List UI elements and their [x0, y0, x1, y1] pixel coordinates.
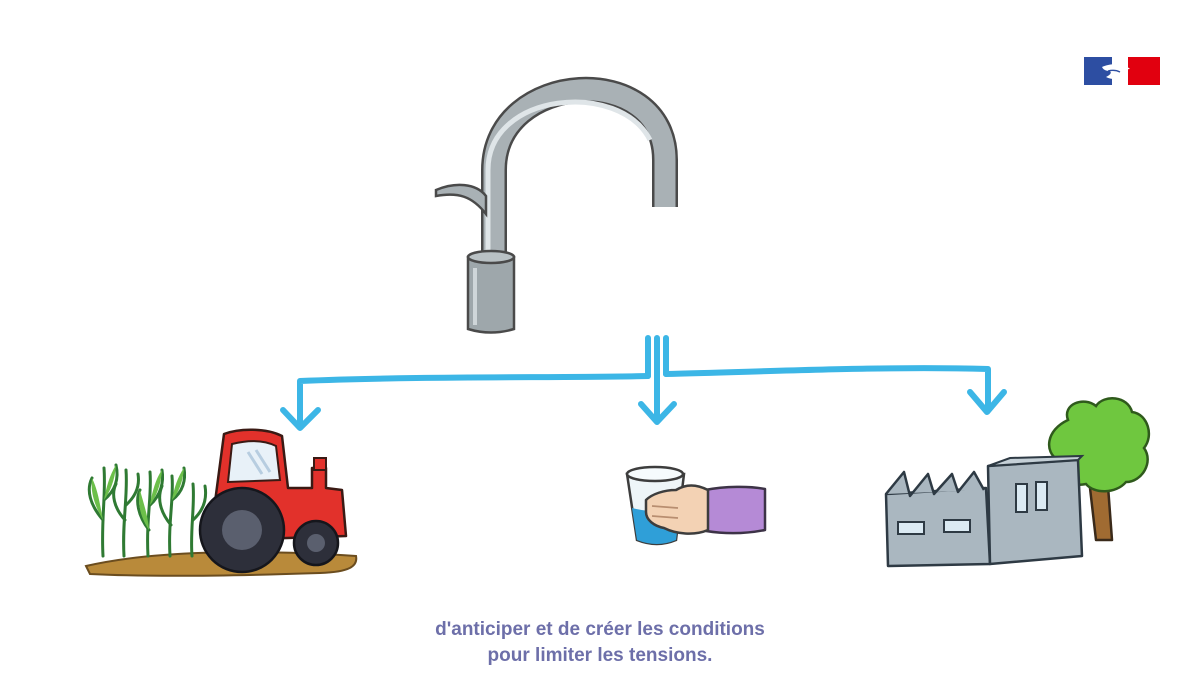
water-split-arrows-icon — [280, 335, 1007, 431]
subtitle-line-2: pour limiter les tensions. — [487, 645, 713, 666]
subtitle-line-1: d'anticiper et de créer les conditions — [435, 619, 765, 640]
factory-tree-icon — [884, 397, 1151, 568]
subtitle-caption: d'anticiper et de créer les conditions p… — [300, 617, 900, 669]
faucet-icon — [434, 77, 678, 334]
hand-glass-icon — [625, 465, 767, 546]
tractor-crops-icon — [84, 428, 358, 577]
marianne-logo-icon — [1084, 57, 1160, 85]
